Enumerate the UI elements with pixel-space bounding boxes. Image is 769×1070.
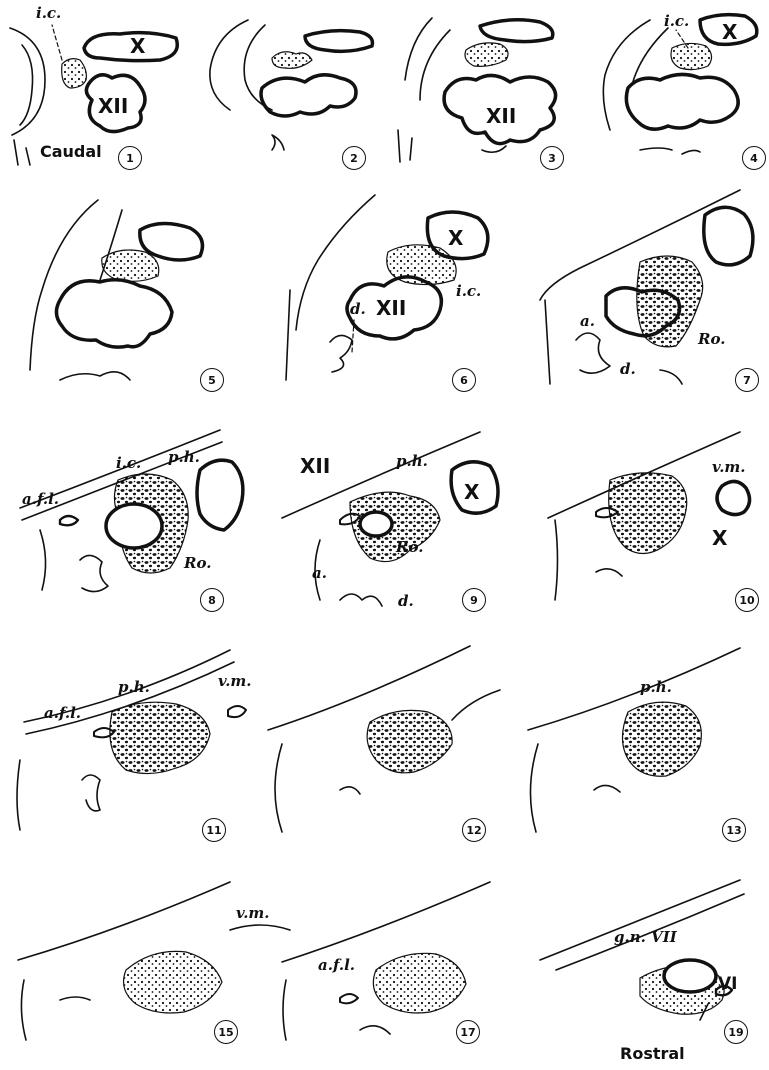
panel-number-13: 13 xyxy=(722,818,746,842)
panel-11-ph-label: p.h. xyxy=(118,680,150,695)
panel-9-a-label: a. xyxy=(312,566,327,581)
panel-15-vm-label: v.m. xyxy=(236,906,270,921)
panel-6-ic-label: i.c. xyxy=(456,284,481,299)
panel-12-section xyxy=(268,646,500,832)
panel-1-x-label: X xyxy=(130,36,145,56)
panel-7-ro-label: Ro. xyxy=(698,332,725,347)
panel-6-xii-label: XII xyxy=(376,298,406,318)
panel-number-15: 15 xyxy=(214,1020,238,1044)
panel-number-17: 17 xyxy=(456,1020,480,1044)
panel-9-d-label: d. xyxy=(398,594,414,609)
panel-7-d-label: d. xyxy=(620,362,636,377)
panel-11-section xyxy=(17,650,246,830)
panel-8-ph-label: p.h. xyxy=(168,450,200,465)
panel-19-section xyxy=(540,880,744,1020)
panel-8-ic-label: i.c. xyxy=(116,456,141,471)
panel-2-section xyxy=(210,20,373,150)
panel-6-d-label: d. xyxy=(350,302,366,317)
caudal-label: Caudal xyxy=(40,144,102,160)
panel-number-4: 4 xyxy=(742,146,766,170)
panel-17-section xyxy=(282,882,490,1040)
panel-number-1: 1 xyxy=(118,146,142,170)
panel-11-vm-label: v.m. xyxy=(218,674,252,689)
panel-9-ph-label: p.h. xyxy=(396,454,428,469)
panel-1-xii-label: XII xyxy=(98,96,128,116)
rostral-label: Rostral xyxy=(620,1046,685,1062)
panel-9-xii-label: XII xyxy=(300,456,330,476)
panel-19-gn-vii-label: g.n. VII xyxy=(614,930,677,945)
panel-number-11: 11 xyxy=(202,818,226,842)
panel-number-8: 8 xyxy=(200,588,224,612)
panel-7-a-label: a. xyxy=(580,314,595,329)
panel-11-afl-label: a.f.l. xyxy=(44,706,81,721)
panel-number-5: 5 xyxy=(200,368,224,392)
panel-8-afl-label: a.f.l. xyxy=(22,492,59,507)
panel-4-x-label: X xyxy=(722,22,737,42)
panel-13-ph-label: p.h. xyxy=(640,680,672,695)
panel-10-x-label: X xyxy=(712,528,727,548)
panel-17-afl-label: a.f.l. xyxy=(318,958,355,973)
panel-13-section xyxy=(528,648,740,832)
panel-5-section xyxy=(30,200,202,380)
panel-6-x-label: X xyxy=(448,228,463,248)
panel-number-9: 9 xyxy=(462,588,486,612)
panel-3-xii-label: XII xyxy=(486,106,516,126)
panel-1-ic-label: i.c. xyxy=(36,6,61,21)
panel-4-ic-label: i.c. xyxy=(664,14,689,29)
panel-3-section xyxy=(398,18,556,162)
panel-number-6: 6 xyxy=(452,368,476,392)
panel-number-2: 2 xyxy=(342,146,366,170)
panel-number-7: 7 xyxy=(735,368,759,392)
panel-number-3: 3 xyxy=(540,146,564,170)
panel-10-vm-label: v.m. xyxy=(712,460,746,475)
panel-19-vi-label: VI xyxy=(718,976,737,993)
panel-number-19: 19 xyxy=(724,1020,748,1044)
panel-7-section xyxy=(540,190,753,384)
panel-number-12: 12 xyxy=(462,818,486,842)
panel-number-10: 10 xyxy=(735,588,759,612)
panel-8-ro-label: Ro. xyxy=(184,556,211,571)
panel-9-x-label: X xyxy=(464,482,479,502)
panel-9-ro-label: Ro. xyxy=(396,540,423,555)
